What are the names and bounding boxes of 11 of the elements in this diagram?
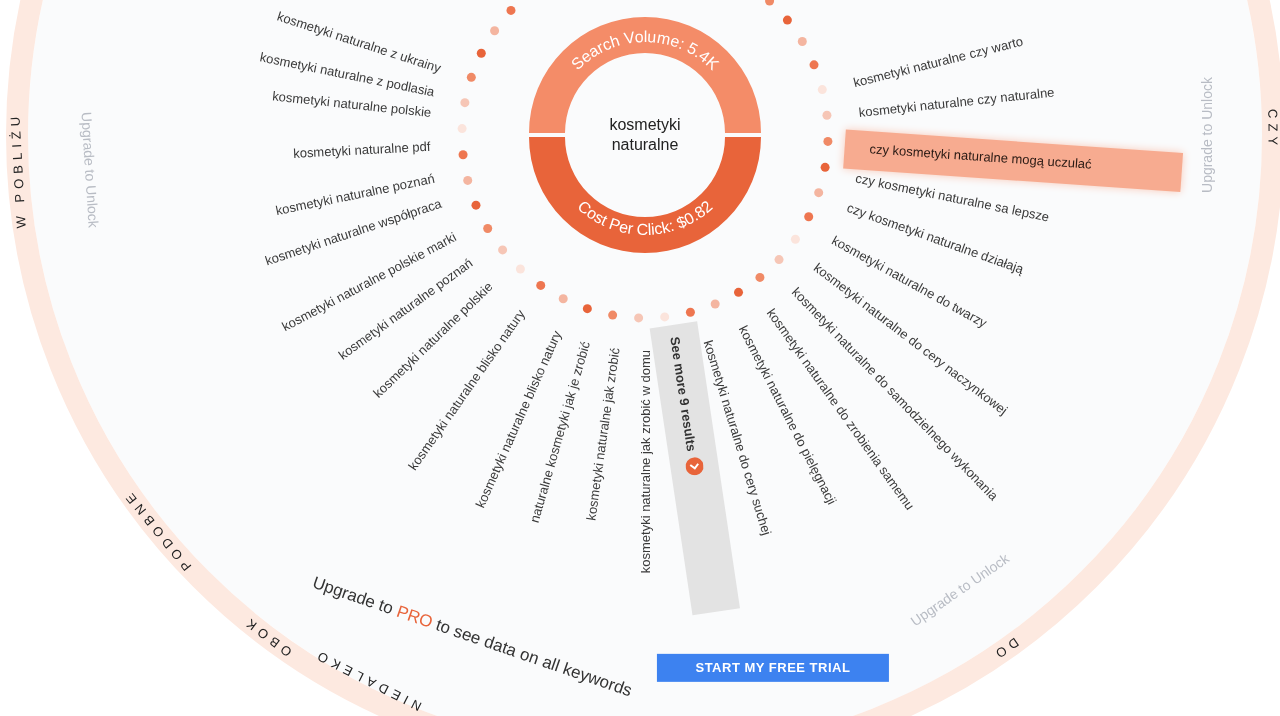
category-label: CZY bbox=[1265, 108, 1280, 151]
category-label: DO bbox=[988, 634, 1022, 665]
upgrade-notice: Upgrade to Unlock bbox=[1199, 77, 1215, 193]
upgrade-notice: Upgrade to Unlock bbox=[78, 111, 102, 229]
keyword-text: kosmetyki naturalne pdf bbox=[292, 138, 431, 161]
keyword-title: kosmetyki naturalne bbox=[608, 115, 682, 155]
free-trial-button: START MY FREE TRIAL bbox=[656, 653, 889, 682]
more-results-link: See more 9 results bbox=[667, 335, 700, 453]
keyword-donut bbox=[527, 17, 763, 253]
category-label: W POBLIŻU bbox=[7, 111, 29, 229]
keyword-text: kosmetyki naturalne jak zrobić w domu bbox=[637, 350, 653, 574]
